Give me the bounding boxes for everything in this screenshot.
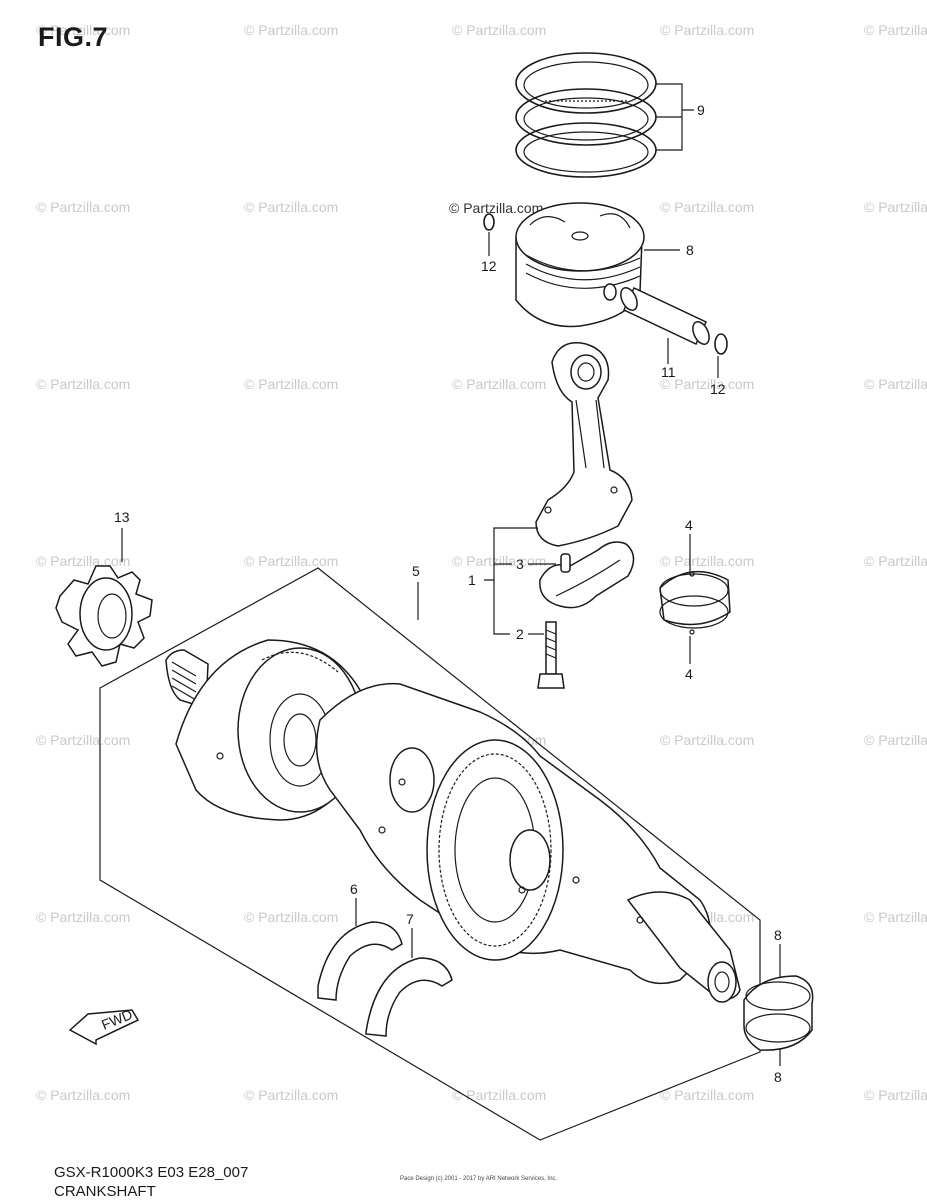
watermark: © Partzilla.com (452, 22, 546, 38)
callout-11: 11 (661, 364, 676, 380)
callout-labels: 9 8 12 11 12 13 4 5 3 1 2 4 6 7 8 8 (114, 102, 782, 1085)
watermark: © Partzilla.com (864, 22, 927, 38)
callout-9: 8 (686, 242, 694, 258)
leader-lines (121, 83, 781, 1066)
watermark: © Partzilla.com (244, 1087, 338, 1103)
callout-8-lower: 8 (774, 1069, 782, 1085)
watermark-dark: © Partzilla.com (449, 200, 543, 216)
watermark: © Partzilla.com (244, 22, 338, 38)
connecting-rod-drawing (535, 342, 635, 609)
callout-4-lower: 4 (685, 666, 693, 682)
piston-drawing (515, 202, 645, 328)
watermark: © Partzilla.com (660, 376, 754, 392)
watermark: © Partzilla.com (36, 1087, 130, 1103)
watermark-layer: © Partzilla.com © Partzilla.com © Partzi… (36, 22, 927, 1103)
piston-rings-drawing (515, 52, 657, 178)
watermark: © Partzilla.com (36, 909, 130, 925)
watermark: © Partzilla.com (244, 909, 338, 925)
callout-7: 7 (406, 911, 414, 927)
callout-12-lower: 12 (710, 381, 726, 397)
copyright-fine-print: Pace Design (c) 2001 - 2017 by ARI Netwo… (400, 1176, 558, 1182)
watermark: © Partzilla.com (660, 22, 754, 38)
watermark: © Partzilla.com (244, 199, 338, 215)
watermark: © Partzilla.com (660, 553, 754, 569)
section-name: CRANKSHAFT (54, 1183, 156, 1200)
watermark: © Partzilla.com (452, 376, 546, 392)
journal-bearing-drawing (743, 975, 814, 1051)
watermark: © Partzilla.com (864, 199, 927, 215)
callout-3: 3 (516, 556, 524, 572)
callout-2: 2 (516, 626, 524, 642)
callout-1: 1 (468, 572, 476, 588)
watermark: © Partzilla.com (244, 553, 338, 569)
watermark: © Partzilla.com (244, 376, 338, 392)
crankshaft-drawing (165, 639, 741, 1003)
watermark: © Partzilla.com (452, 1087, 546, 1103)
watermark: © Partzilla.com (660, 732, 754, 748)
callout-6: 6 (350, 881, 358, 897)
model-code: GSX-R1000K3 E03 E28_007 (54, 1164, 249, 1181)
callout-10: 9 (697, 102, 705, 118)
callout-4-upper: 4 (685, 517, 693, 533)
arrow-left-icon (68, 1009, 140, 1046)
fwd-marker: FWD (68, 1006, 140, 1046)
watermark: © Partzilla.com (864, 1087, 927, 1103)
crankshaft-box (99, 567, 761, 1141)
watermark: © Partzilla.com (36, 376, 130, 392)
callout-13: 13 (114, 509, 130, 525)
watermark: © Partzilla.com (36, 553, 130, 569)
cam-chain-sprocket-drawing (55, 565, 153, 667)
callout-12-upper: 12 (481, 258, 497, 274)
watermark: © Partzilla.com (452, 553, 546, 569)
watermark: © Partzilla.com (36, 199, 130, 215)
watermark: © Partzilla.com (864, 376, 927, 392)
dowel-pin-drawing (560, 553, 571, 573)
watermark: © Partzilla.com (36, 22, 130, 38)
thrust-bearing-6-drawing (317, 921, 403, 1001)
watermark: © Partzilla.com (864, 732, 927, 748)
callout-5: 5 (412, 563, 420, 579)
watermark: © Partzilla.com (660, 199, 754, 215)
thrust-bearing-7-drawing (365, 957, 453, 1037)
callout-8-upper: 8 (774, 927, 782, 943)
conrod-bearing-drawing (659, 570, 731, 635)
circlip-drawing (483, 213, 728, 355)
watermark: © Partzilla.com (660, 1087, 754, 1103)
watermark: © Partzilla.com (864, 553, 927, 569)
piston-pin-drawing (620, 286, 710, 346)
watermark: © Partzilla.com (36, 732, 130, 748)
conrod-bolt-drawing (537, 621, 565, 689)
watermark: © Partzilla.com (864, 909, 927, 925)
figure-title: FIG.7 (38, 22, 109, 52)
